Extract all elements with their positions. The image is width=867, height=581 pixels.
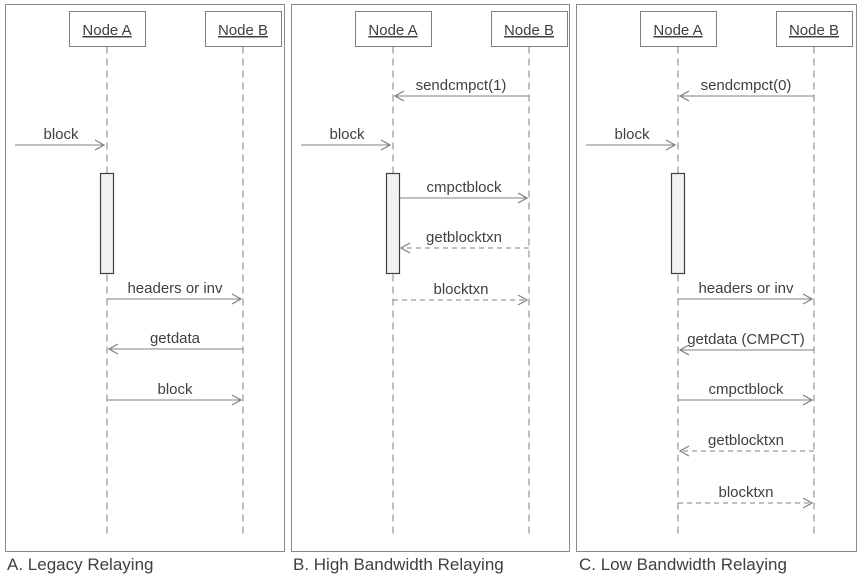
actor-label-node-b: Node B — [789, 22, 839, 39]
message-headers-or-inv: headers or inv — [107, 280, 243, 305]
message-label: sendcmpct(1) — [416, 77, 507, 94]
actor-label-node-b: Node B — [504, 22, 554, 39]
actor-label-node-a: Node A — [653, 22, 702, 39]
actor-label-node-b: Node B — [218, 22, 268, 39]
panel-border — [576, 4, 857, 552]
message-label: getdata — [150, 330, 201, 347]
message-label: headers or inv — [698, 280, 794, 297]
incoming-block-arrow: block — [301, 126, 392, 151]
message-label: blocktxn — [433, 281, 488, 298]
activation-bar-node-a — [385, 172, 401, 275]
message-label: getdata (CMPCT) — [687, 331, 805, 348]
activation-bar-node-a — [99, 172, 115, 275]
message-cmpctblock: cmpctblock — [399, 179, 529, 204]
message-label: cmpctblock — [426, 179, 502, 196]
message-label: sendcmpct(0) — [701, 77, 792, 94]
panel-border — [291, 4, 570, 552]
message-label: cmpctblock — [708, 381, 784, 398]
message-getdata: getdata — [107, 330, 243, 355]
message-label: block — [43, 126, 79, 143]
message-label: block — [157, 381, 193, 398]
message-getdata-cmpct: getdata (CMPCT) — [678, 331, 814, 356]
message-headers-or-inv: headers or inv — [678, 280, 814, 305]
message-label: block — [329, 126, 365, 143]
message-cmpctblock: cmpctblock — [678, 381, 814, 406]
actor-box-node-b — [205, 11, 282, 47]
activation-bar-node-a — [670, 172, 686, 275]
caption-high-bandwidth-relaying: B. High Bandwidth Relaying — [293, 555, 504, 574]
actor-box-node-a — [355, 11, 432, 47]
incoming-block-arrow: block — [15, 126, 106, 151]
message-sendcmpct-0: sendcmpct(0) — [678, 77, 814, 102]
message-blocktxn: blocktxn — [393, 281, 529, 306]
message-label: getblocktxn — [426, 229, 502, 246]
actor-label-node-a: Node A — [82, 22, 131, 39]
message-getblocktxn: getblocktxn — [678, 432, 814, 457]
message-label: block — [614, 126, 650, 143]
caption-low-bandwidth-relaying: C. Low Bandwidth Relaying — [579, 555, 787, 574]
message-getblocktxn: getblocktxn — [399, 229, 529, 254]
panel-high-bandwidth-relaying: Node A Node B sendcmpct(1) block cmpctbl… — [291, 4, 570, 552]
actor-box-node-a — [69, 11, 146, 47]
actor-box-node-b — [776, 11, 853, 47]
actor-box-node-a — [640, 11, 717, 47]
panel-low-bandwidth-relaying: Node A Node B sendcmpct(0) block headers… — [576, 4, 857, 552]
message-label: headers or inv — [127, 280, 223, 297]
message-label: blocktxn — [718, 484, 773, 501]
panel-border — [5, 4, 285, 552]
message-label: getblocktxn — [708, 432, 784, 449]
incoming-block-arrow: block — [586, 126, 677, 151]
actor-label-node-a: Node A — [368, 22, 417, 39]
message-block: block — [107, 381, 243, 406]
message-blocktxn: blocktxn — [678, 484, 814, 509]
message-sendcmpct-1: sendcmpct(1) — [393, 77, 529, 102]
caption-legacy-relaying: A. Legacy Relaying — [7, 555, 154, 574]
panel-legacy-relaying: Node A Node B block headers or inv getda… — [5, 4, 285, 552]
actor-box-node-b — [491, 11, 568, 47]
